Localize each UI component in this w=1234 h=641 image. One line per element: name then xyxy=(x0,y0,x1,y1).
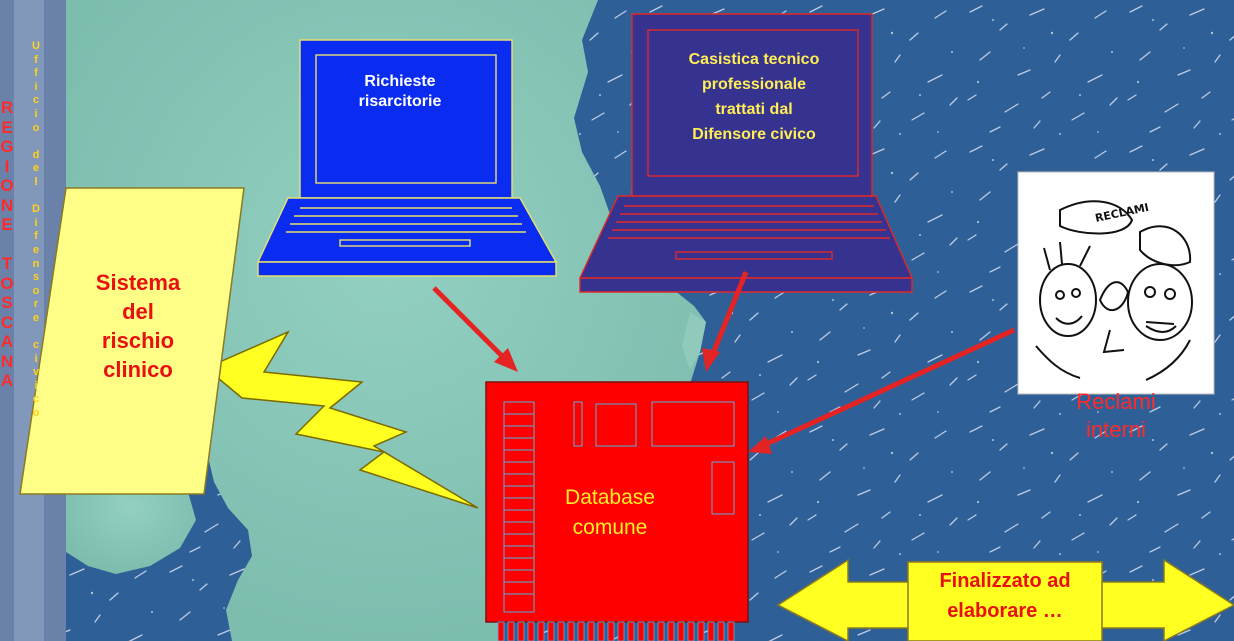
rischio-clinico-label: Sistema del rischio clinico xyxy=(58,268,218,384)
rischio-clinico-line: clinico xyxy=(103,357,173,382)
vertical-letter: i xyxy=(34,80,38,93)
vertical-letter: D xyxy=(32,203,40,216)
vertical-letter: l xyxy=(34,175,38,188)
vertical-letter: e xyxy=(32,162,40,175)
laptop-casistica-line: Casistica tecnico xyxy=(688,51,820,68)
vertical-letter: I xyxy=(4,156,10,176)
vertical-letter: e xyxy=(32,243,40,256)
vertical-letter: A xyxy=(0,371,14,390)
rischio-clinico-box xyxy=(19,187,245,495)
reclami-line: Reclami xyxy=(1076,389,1156,414)
vertical-letter: n xyxy=(32,257,40,270)
rischio-clinico-line: Sistema xyxy=(95,270,181,295)
laptop-richieste-label: Richieste risarcitorie xyxy=(322,72,478,112)
database-line: Database xyxy=(565,486,655,509)
finalizzato-line: Finalizzato ad xyxy=(939,570,1071,592)
laptop-richieste-line: Richieste xyxy=(364,73,436,90)
vertical-letter xyxy=(34,325,37,339)
finalizzato-line: elaborare … xyxy=(947,600,1063,622)
vertical-letter: v xyxy=(32,366,40,379)
database-chip xyxy=(485,381,749,641)
vertical-letter: A xyxy=(0,332,14,351)
vertical-letter: T xyxy=(1,254,13,273)
vertical-letter: U xyxy=(32,40,40,52)
vertical-letter: c xyxy=(32,339,40,352)
vertical-letter: E xyxy=(1,215,13,234)
rischio-clinico-line: del xyxy=(122,299,154,324)
vertical-letter: f xyxy=(34,53,38,66)
laptop-casistica-line: trattati dal xyxy=(715,101,793,118)
vertical-letter: f xyxy=(34,67,38,80)
laptop-richieste xyxy=(256,39,558,277)
vertical-letter: i xyxy=(34,352,38,365)
database-label: Database comune xyxy=(520,483,700,543)
vertical-letter: f xyxy=(34,230,38,243)
vertical-letter: N xyxy=(0,195,14,215)
vertical-letter: O xyxy=(0,273,14,293)
vertical-letter xyxy=(34,135,37,149)
vertical-letter: E xyxy=(1,117,13,137)
arrows-to-database xyxy=(432,271,1016,454)
finalizzato-label: Finalizzato ad elaborare … xyxy=(908,566,1102,626)
vertical-letter: o xyxy=(32,407,40,420)
reclami-cartoon: RECLAMI xyxy=(1017,171,1215,395)
vertical-letter: o xyxy=(32,284,40,297)
reclami-label: Reclami interni xyxy=(1018,388,1214,444)
reclami-line: interni xyxy=(1086,417,1146,442)
vertical-letter: R xyxy=(0,98,14,117)
laptop-casistica-line: professionale xyxy=(701,76,807,93)
finalizzato-label-box xyxy=(907,561,1103,641)
vertical-letter: O xyxy=(0,176,14,195)
vertical-letter: c xyxy=(32,393,40,406)
vertical-letter: N xyxy=(0,351,14,371)
laptop-richieste-line: risarcitorie xyxy=(358,93,442,110)
vertical-letter: G xyxy=(0,137,14,156)
vertical-letter: i xyxy=(34,216,38,229)
laptop-casistica xyxy=(578,13,914,293)
vertical-letter: i xyxy=(34,379,38,392)
vertical-letter xyxy=(34,190,37,204)
laptop-casistica-line: Difensore civico xyxy=(692,126,816,143)
vertical-letter: S xyxy=(1,293,13,312)
laptop-casistica-label: Casistica tecnico professionale trattati… xyxy=(652,47,856,147)
vertical-letter: i xyxy=(34,107,38,120)
database-line: comune xyxy=(572,516,648,539)
vertical-letter: s xyxy=(32,271,40,284)
vertical-letter: r xyxy=(33,298,39,311)
vertical-letter xyxy=(5,235,10,255)
vertical-letter: c xyxy=(32,94,40,107)
lightning-bolt xyxy=(204,330,479,509)
vertical-letter: C xyxy=(0,312,14,332)
vertical-letter: d xyxy=(32,148,40,161)
vertical-letter: e xyxy=(32,311,40,324)
rischio-clinico-line: rischio xyxy=(101,328,175,353)
vertical-letter: o xyxy=(32,121,40,134)
